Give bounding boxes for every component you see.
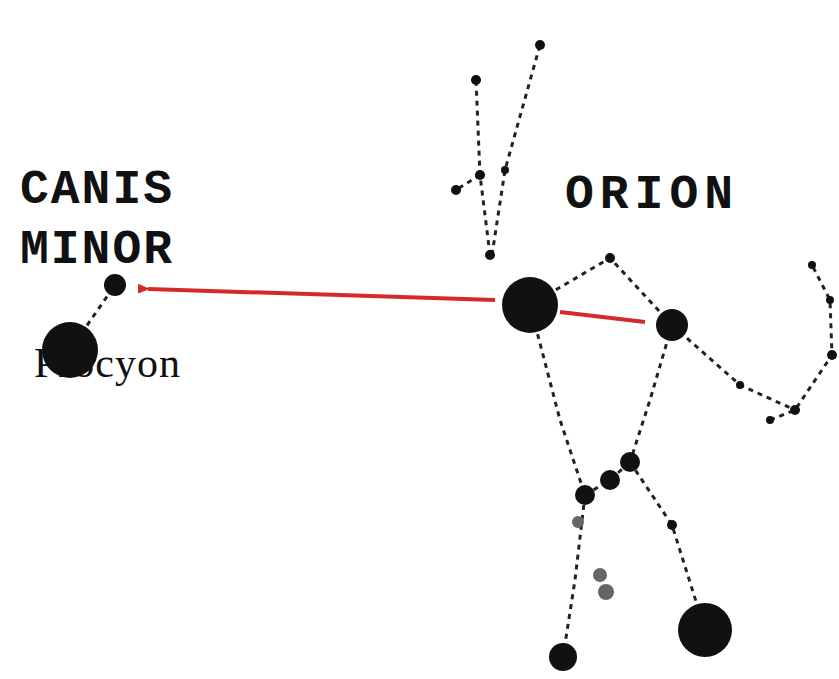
constellation-lines (70, 45, 832, 657)
orion-nebula (572, 516, 614, 600)
constellation-name: ORION (565, 165, 825, 225)
pointer-arrow (148, 289, 645, 322)
constellation-name: CANIS MINOR (20, 160, 220, 280)
star-name: Procyon (34, 338, 274, 388)
